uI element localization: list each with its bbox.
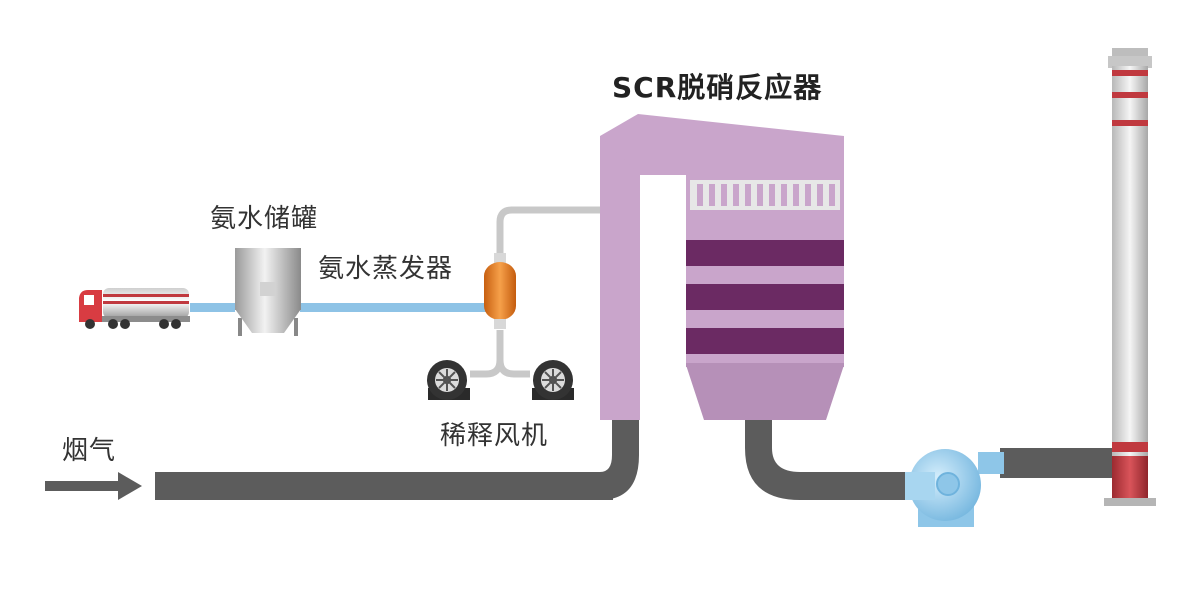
dilution-fan-label: 稀释风机 — [440, 421, 549, 451]
flue-gas-arrow — [45, 472, 142, 500]
ammonia-water-line — [190, 303, 486, 312]
flue-gas-label: 烟气 — [62, 436, 117, 466]
fan-outlet-connector — [978, 452, 1004, 474]
dilution-fan-left — [427, 360, 470, 400]
flow-rectifier-grid — [690, 180, 840, 210]
dilution-fan-right — [532, 360, 574, 400]
scr-reactor-label: SCR脱硝反应器 — [612, 71, 823, 104]
outlet-flue-duct — [745, 420, 905, 500]
chimney-inlet-duct — [1000, 448, 1112, 478]
catalyst-layer-1 — [686, 240, 844, 266]
ammonia-storage-tank — [235, 248, 301, 336]
catalyst-layer-2 — [686, 284, 844, 310]
ammonia-tanker-truck — [79, 288, 190, 329]
ammonia-evaporator — [484, 253, 516, 329]
scr-reactor — [600, 114, 844, 420]
inlet-flue-duct — [155, 420, 639, 500]
catalyst-layer-3 — [686, 328, 844, 354]
chimney — [1104, 48, 1156, 506]
ammonia-injection-pipe — [470, 206, 600, 378]
induced-draft-fan — [905, 449, 981, 527]
ammonia-evaporator-label: 氨水蒸发器 — [318, 254, 454, 284]
ammonia-tank-label: 氨水储罐 — [210, 204, 319, 234]
